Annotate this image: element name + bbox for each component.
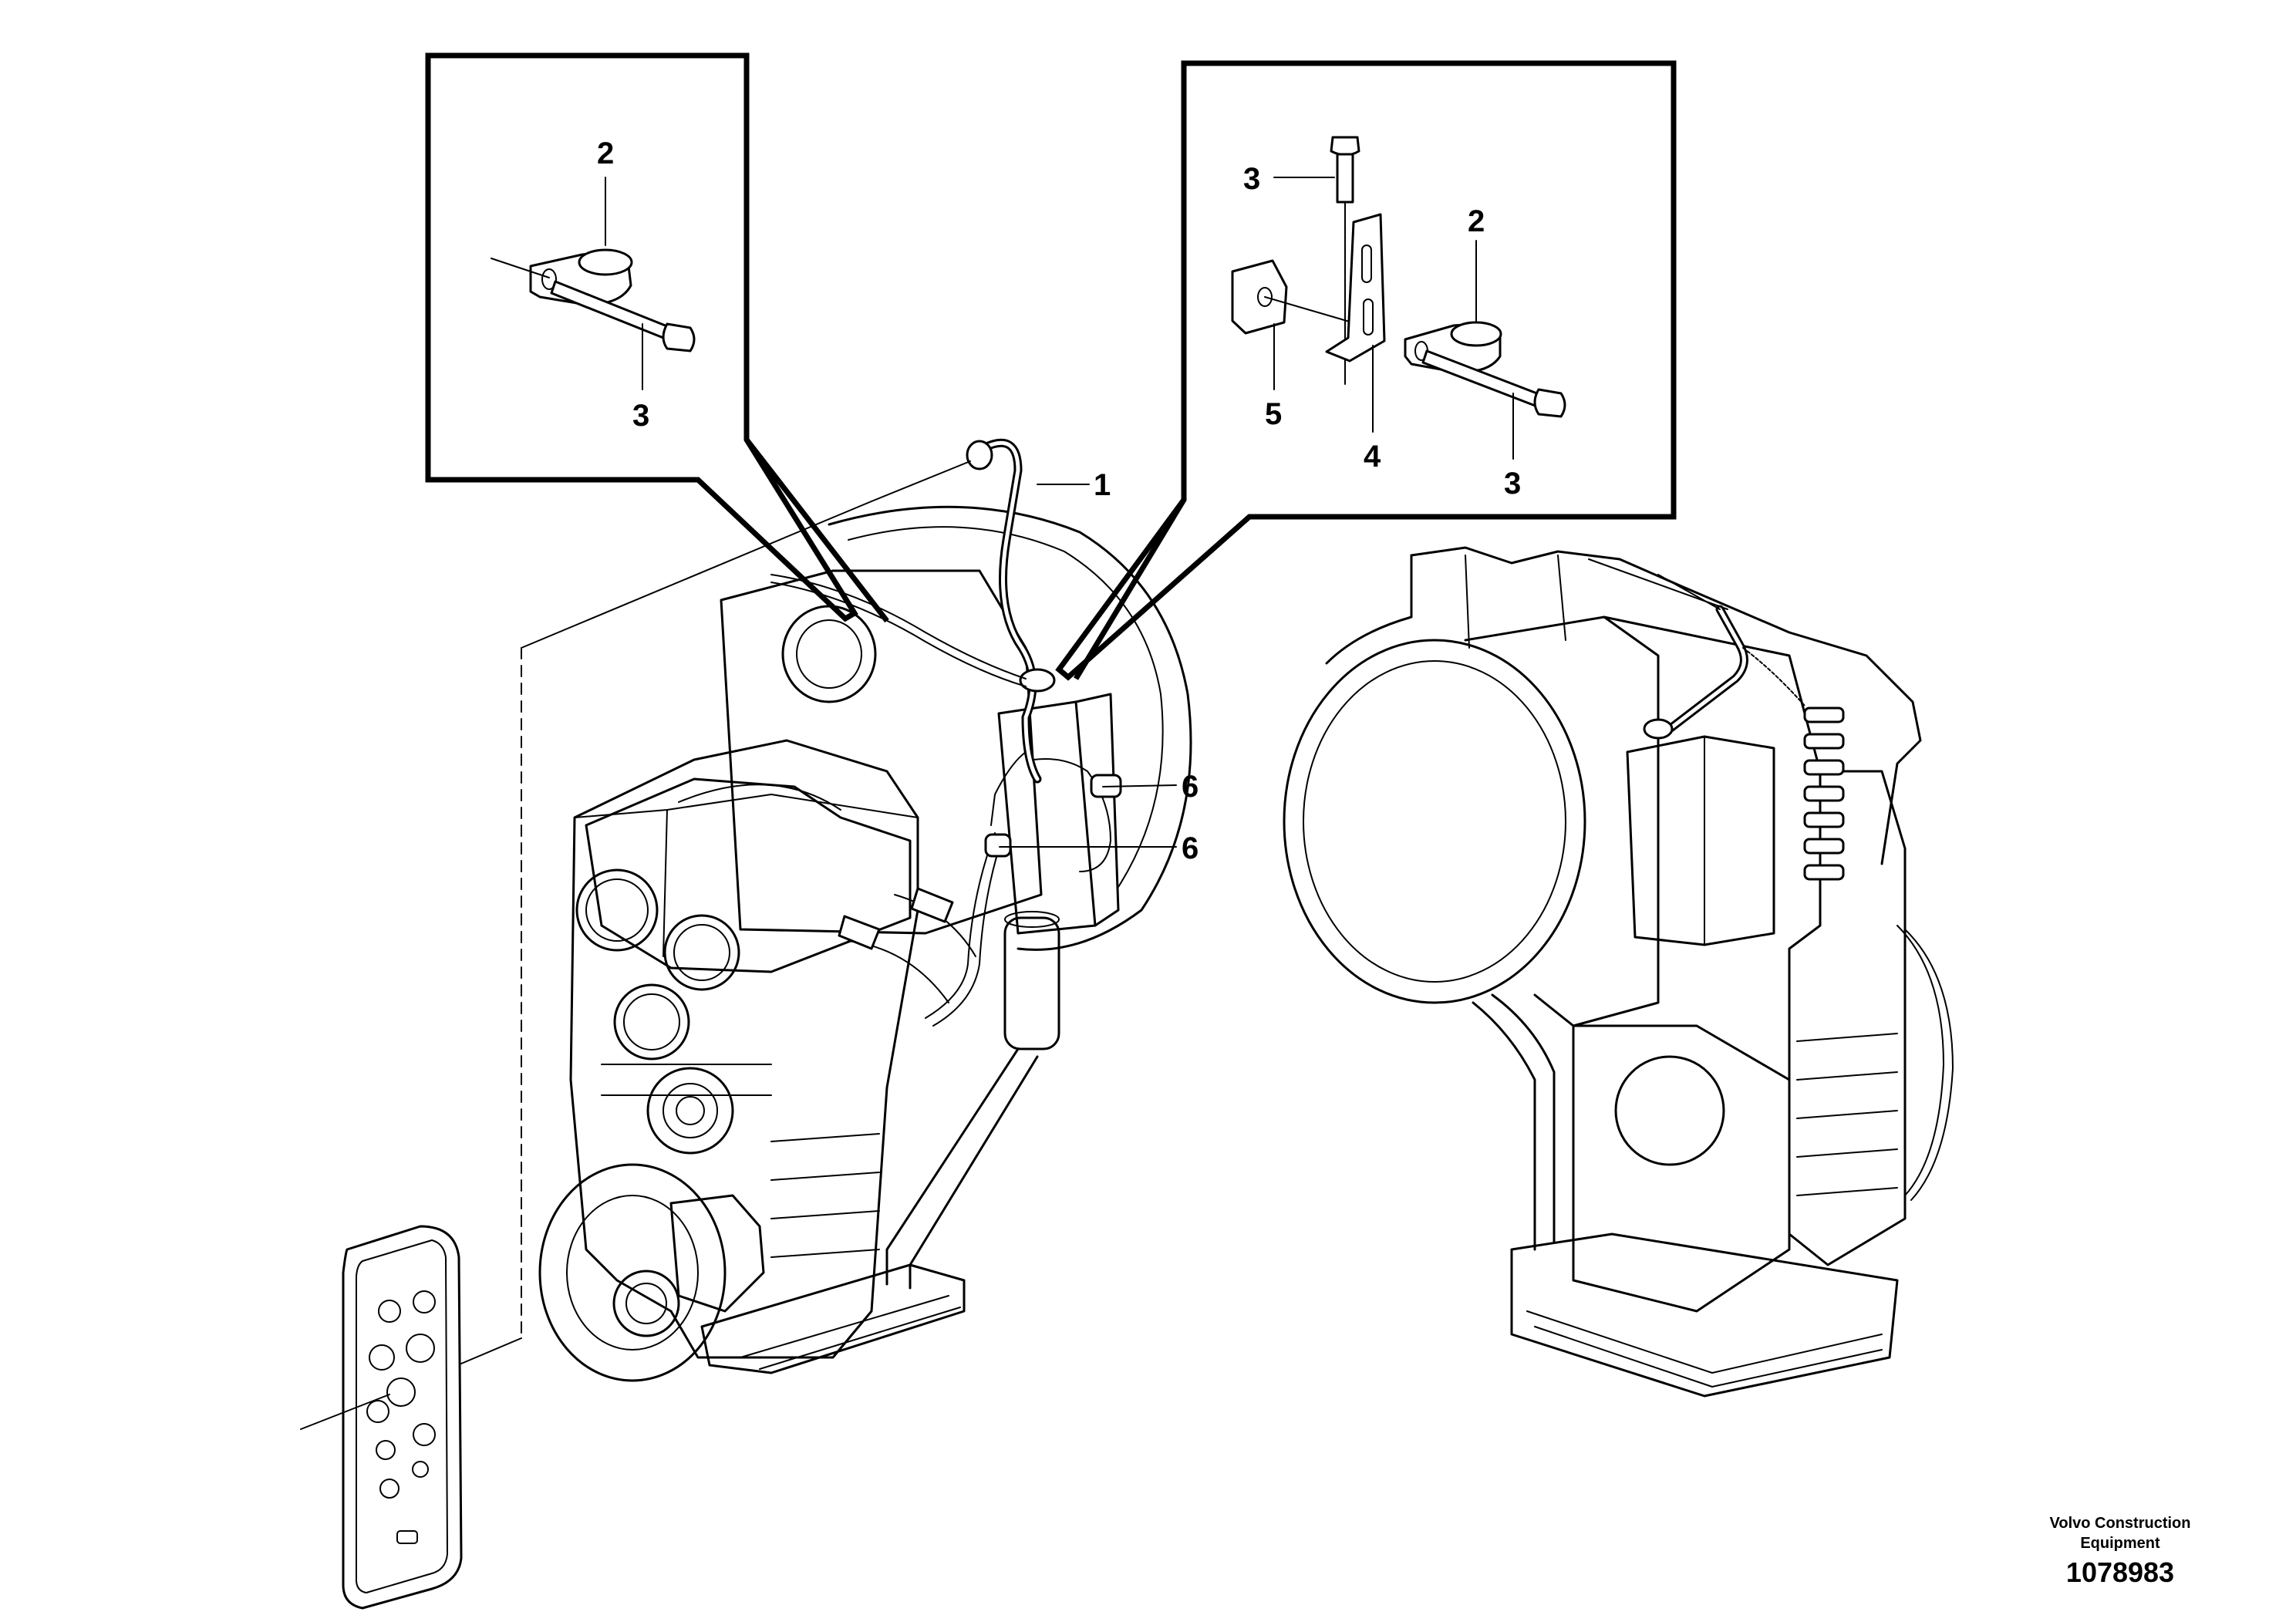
callout-detail-right-clamp: 2	[1468, 204, 1485, 238]
credit-company: Volvo Construction	[2049, 1515, 2191, 1532]
callout-harness: 1	[1094, 468, 1111, 502]
wiring-harness	[770, 438, 1111, 1027]
bolt-part-left	[550, 280, 696, 390]
callout-connector-lower: 6	[1182, 831, 1199, 865]
transmission-right	[1283, 546, 1954, 1398]
callout-detail-right-bolt: 3	[1243, 162, 1260, 196]
detail-box-right: 3 2 5 4 3	[1055, 60, 1677, 681]
detail-box-left: 2 3	[425, 52, 889, 623]
tag-plate	[300, 647, 522, 1610]
callout-detail-left-bottom: 3	[632, 399, 649, 433]
drawing-number: 1078983	[2065, 1556, 2175, 1588]
connector-upper	[1090, 774, 1177, 798]
connector-array	[1803, 706, 1845, 881]
bolt-part-right-bottom	[1421, 349, 1566, 460]
callout-connector-upper: 6	[1182, 770, 1199, 804]
connector-lower	[984, 833, 1177, 858]
clamp-part-right	[1404, 240, 1502, 373]
callout-detail-left-top: 2	[597, 137, 614, 170]
bracket-part-right	[1325, 213, 1386, 433]
callout-detail-right-plate: 5	[1265, 397, 1282, 431]
callout-detail-right-bottom: 3	[1504, 467, 1521, 501]
plate-part-right	[1231, 259, 1358, 390]
transmission-left	[521, 438, 1192, 1382]
credit-company-line2: Equipment	[2080, 1535, 2160, 1552]
callout-detail-right-bracket: 4	[1364, 440, 1381, 474]
